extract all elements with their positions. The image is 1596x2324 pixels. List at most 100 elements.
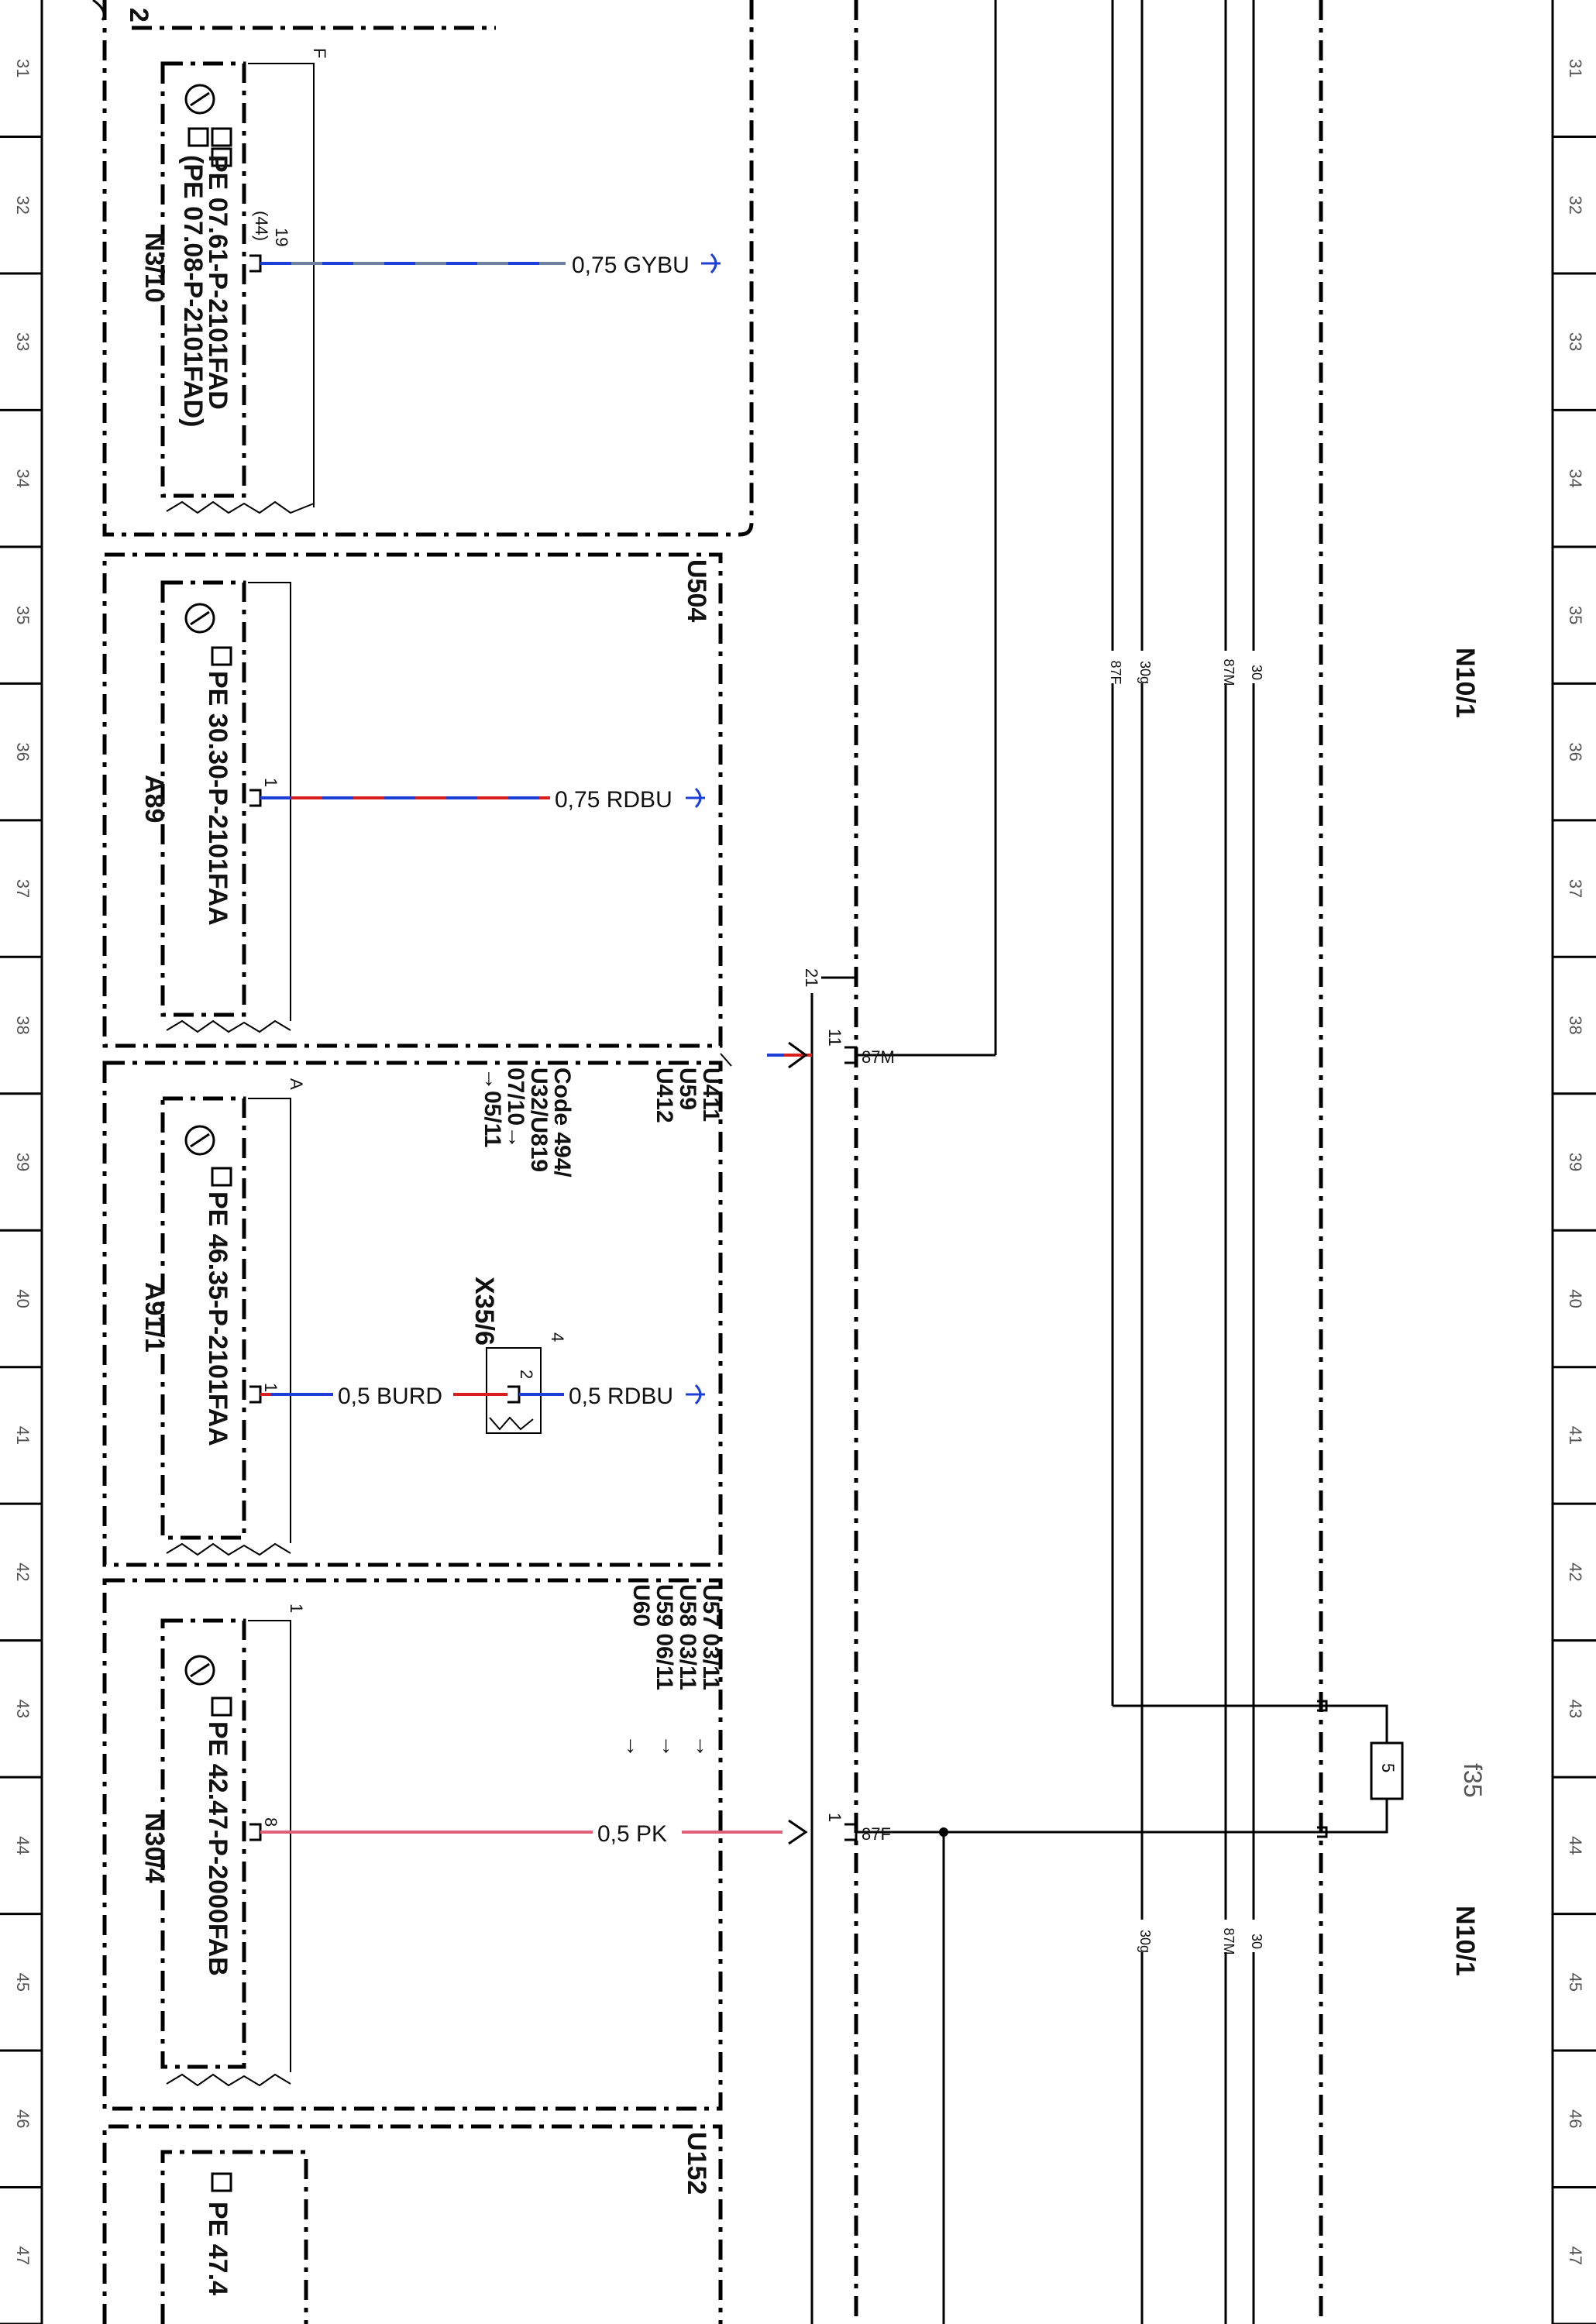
code-line: U58 03/11	[675, 1584, 700, 1690]
module-a91-1-corner-label: A	[287, 1078, 306, 1090]
row-number: 39	[13, 1153, 33, 1171]
code-line: U59	[675, 1067, 700, 1110]
code-line: U57 03/11	[698, 1584, 724, 1690]
module-u152-inner-box	[160, 2150, 308, 2324]
module-a89-outline	[102, 552, 723, 1048]
module-a89-icons	[184, 603, 232, 666]
module-a89-id: A89	[139, 775, 169, 823]
bus-30g-gap-2	[1137, 1920, 1148, 1952]
module-n3-10: F PE 07.61-P-2101FAD (PE 07.08-P-2101FAD…	[102, 0, 754, 537]
module-n30-4-doc-ref: PE 42.47-P-2000FAB	[203, 1721, 232, 1976]
bus-label-87m-2: 87M	[1221, 1927, 1237, 1954]
module-a91-1: A PE 46.35-P-2101FAA A91/1 U411 U59 U412…	[102, 1053, 732, 1567]
module-a91-1-icons	[184, 1125, 232, 1187]
connector-x35-6-zigzag	[489, 1416, 534, 1431]
row-number: 36	[1566, 742, 1585, 761]
wire-87f-arrow	[788, 1819, 808, 1845]
row-number: 44	[1566, 1836, 1585, 1855]
row-number: 44	[13, 1836, 33, 1855]
bus-30g-gap	[1137, 651, 1148, 683]
module-n3-10-bracket	[248, 63, 315, 507]
module-n30-4-pin: 8	[261, 1817, 280, 1827]
fuse-f35-value: 5	[1378, 1763, 1398, 1772]
bus-30-gap-2	[1249, 1920, 1260, 1952]
module-n30-4-bracket	[248, 1620, 291, 2072]
module-n3-10-doc-ref: PE 07.61-P-2101FAD	[203, 155, 232, 410]
wire-87m-arrow	[788, 1041, 808, 1069]
module-u152-corner-label: U152	[682, 2132, 711, 2195]
module-n30-4-codes: U57 03/11 U58 03/11 U59 06/11 U60 ↓ ↓ ↓	[624, 1584, 724, 1758]
code-line: U411	[698, 1067, 724, 1122]
module-a91-1-id: A91/1	[139, 1282, 169, 1353]
connector-pin-2: 2	[517, 1370, 536, 1379]
module-a91-1-outline	[102, 1061, 723, 1567]
row-number: 42	[13, 1563, 33, 1581]
module-n3-10-icons	[184, 84, 232, 167]
wire-burd-label: 0,5 BURD	[338, 1384, 442, 1409]
row-number: 45	[1566, 1973, 1585, 1992]
bus-87f-gap	[1108, 651, 1119, 683]
code-arrow: ↓	[660, 1732, 672, 1758]
row-number: 35	[13, 606, 33, 624]
wire-rdbu-end	[686, 1384, 705, 1405]
module-n3-10-zigzag	[166, 500, 315, 514]
module-a91-1-zigzag	[166, 1542, 291, 1556]
row-number: 45	[13, 1973, 33, 1992]
code-line: →05/11	[480, 1067, 505, 1147]
bus-label-87m: 87M	[1221, 658, 1237, 686]
row-number: 40	[1566, 1289, 1585, 1308]
module-a89-bracket	[248, 582, 291, 1021]
module-n3-10-inner-box	[160, 61, 246, 498]
module-a89-doc-ref: PE 30.30-P-2101FAA	[203, 671, 232, 926]
row-number: 31	[1566, 59, 1585, 77]
code-arrow: ↓	[694, 1732, 706, 1758]
row-number: 43	[13, 1700, 33, 1718]
row-number: 47	[13, 2247, 33, 2265]
fuse-top-pin	[1317, 1700, 1328, 1712]
bus-label-30-2: 30	[1249, 1934, 1264, 1949]
row-number: 38	[1566, 1016, 1585, 1034]
code-arrow: ↓	[624, 1732, 636, 1758]
module-n3-10-wire-end	[701, 253, 721, 274]
fuse-box-n10-1: 87F 30g 87M 30 30g 87M 30 5 f35 N10/1 N1…	[1108, 0, 1487, 2324]
row-number: 35	[1566, 606, 1585, 624]
row-number: 32	[1566, 195, 1585, 214]
pin-11-label: 11	[825, 1029, 844, 1047]
bus-label-30: 30	[1249, 665, 1264, 680]
fuse-f35-symbol	[1370, 1741, 1404, 1800]
connector-x35-6-box	[486, 1347, 542, 1434]
fuse-f35-label: f35	[1459, 1763, 1487, 1797]
top-fragment-label: 2	[124, 8, 153, 22]
module-a91-1-bracket	[248, 1098, 291, 1543]
row-number: 32	[13, 195, 33, 214]
module-u152-doc-ref: PE 47.4	[203, 2202, 232, 2295]
fuse-box-id-bottom: N10/1	[1450, 1906, 1480, 1976]
module-n30-4-corner-label: 1	[287, 1604, 306, 1613]
row-number: 37	[1566, 879, 1585, 898]
module-n3-10-id: N3/10	[139, 232, 169, 303]
row-number: 46	[13, 2109, 33, 2128]
connector-pin-4: 4	[548, 1332, 567, 1342]
code-line: U412	[652, 1067, 677, 1123]
module-n30-4-inner-box	[160, 1618, 246, 2069]
wire-rdbu-label: 0,5 RDBU	[569, 1384, 673, 1409]
code-line: U60	[628, 1584, 654, 1627]
module-a89-pin-symbol	[249, 789, 262, 807]
connector-x35-6-label: X35/6	[470, 1277, 499, 1346]
module-a89-inner-box	[160, 580, 246, 1017]
module-a91-1-notch	[720, 1053, 732, 1067]
connection-zone: 21 11 87M 1 87F	[767, 0, 1323, 2324]
bus-label-87f: 87F	[1108, 660, 1123, 684]
module-n3-10-pin-symbol	[249, 254, 262, 273]
row-number: 33	[13, 332, 33, 351]
module-n3-10-wire-label: 0,75 GYBU	[572, 253, 690, 278]
module-u152: U152 PE 47.4	[102, 2124, 723, 2324]
row-number: 42	[1566, 1563, 1585, 1581]
pin-21-label: 21	[802, 968, 821, 987]
module-a91-1-pin-symbol	[249, 1385, 262, 1404]
row-number: 41	[13, 1426, 33, 1445]
module-n30-4-zigzag	[166, 2073, 291, 2087]
row-number: 33	[1566, 332, 1585, 351]
code-line: 07/10→	[503, 1067, 528, 1149]
